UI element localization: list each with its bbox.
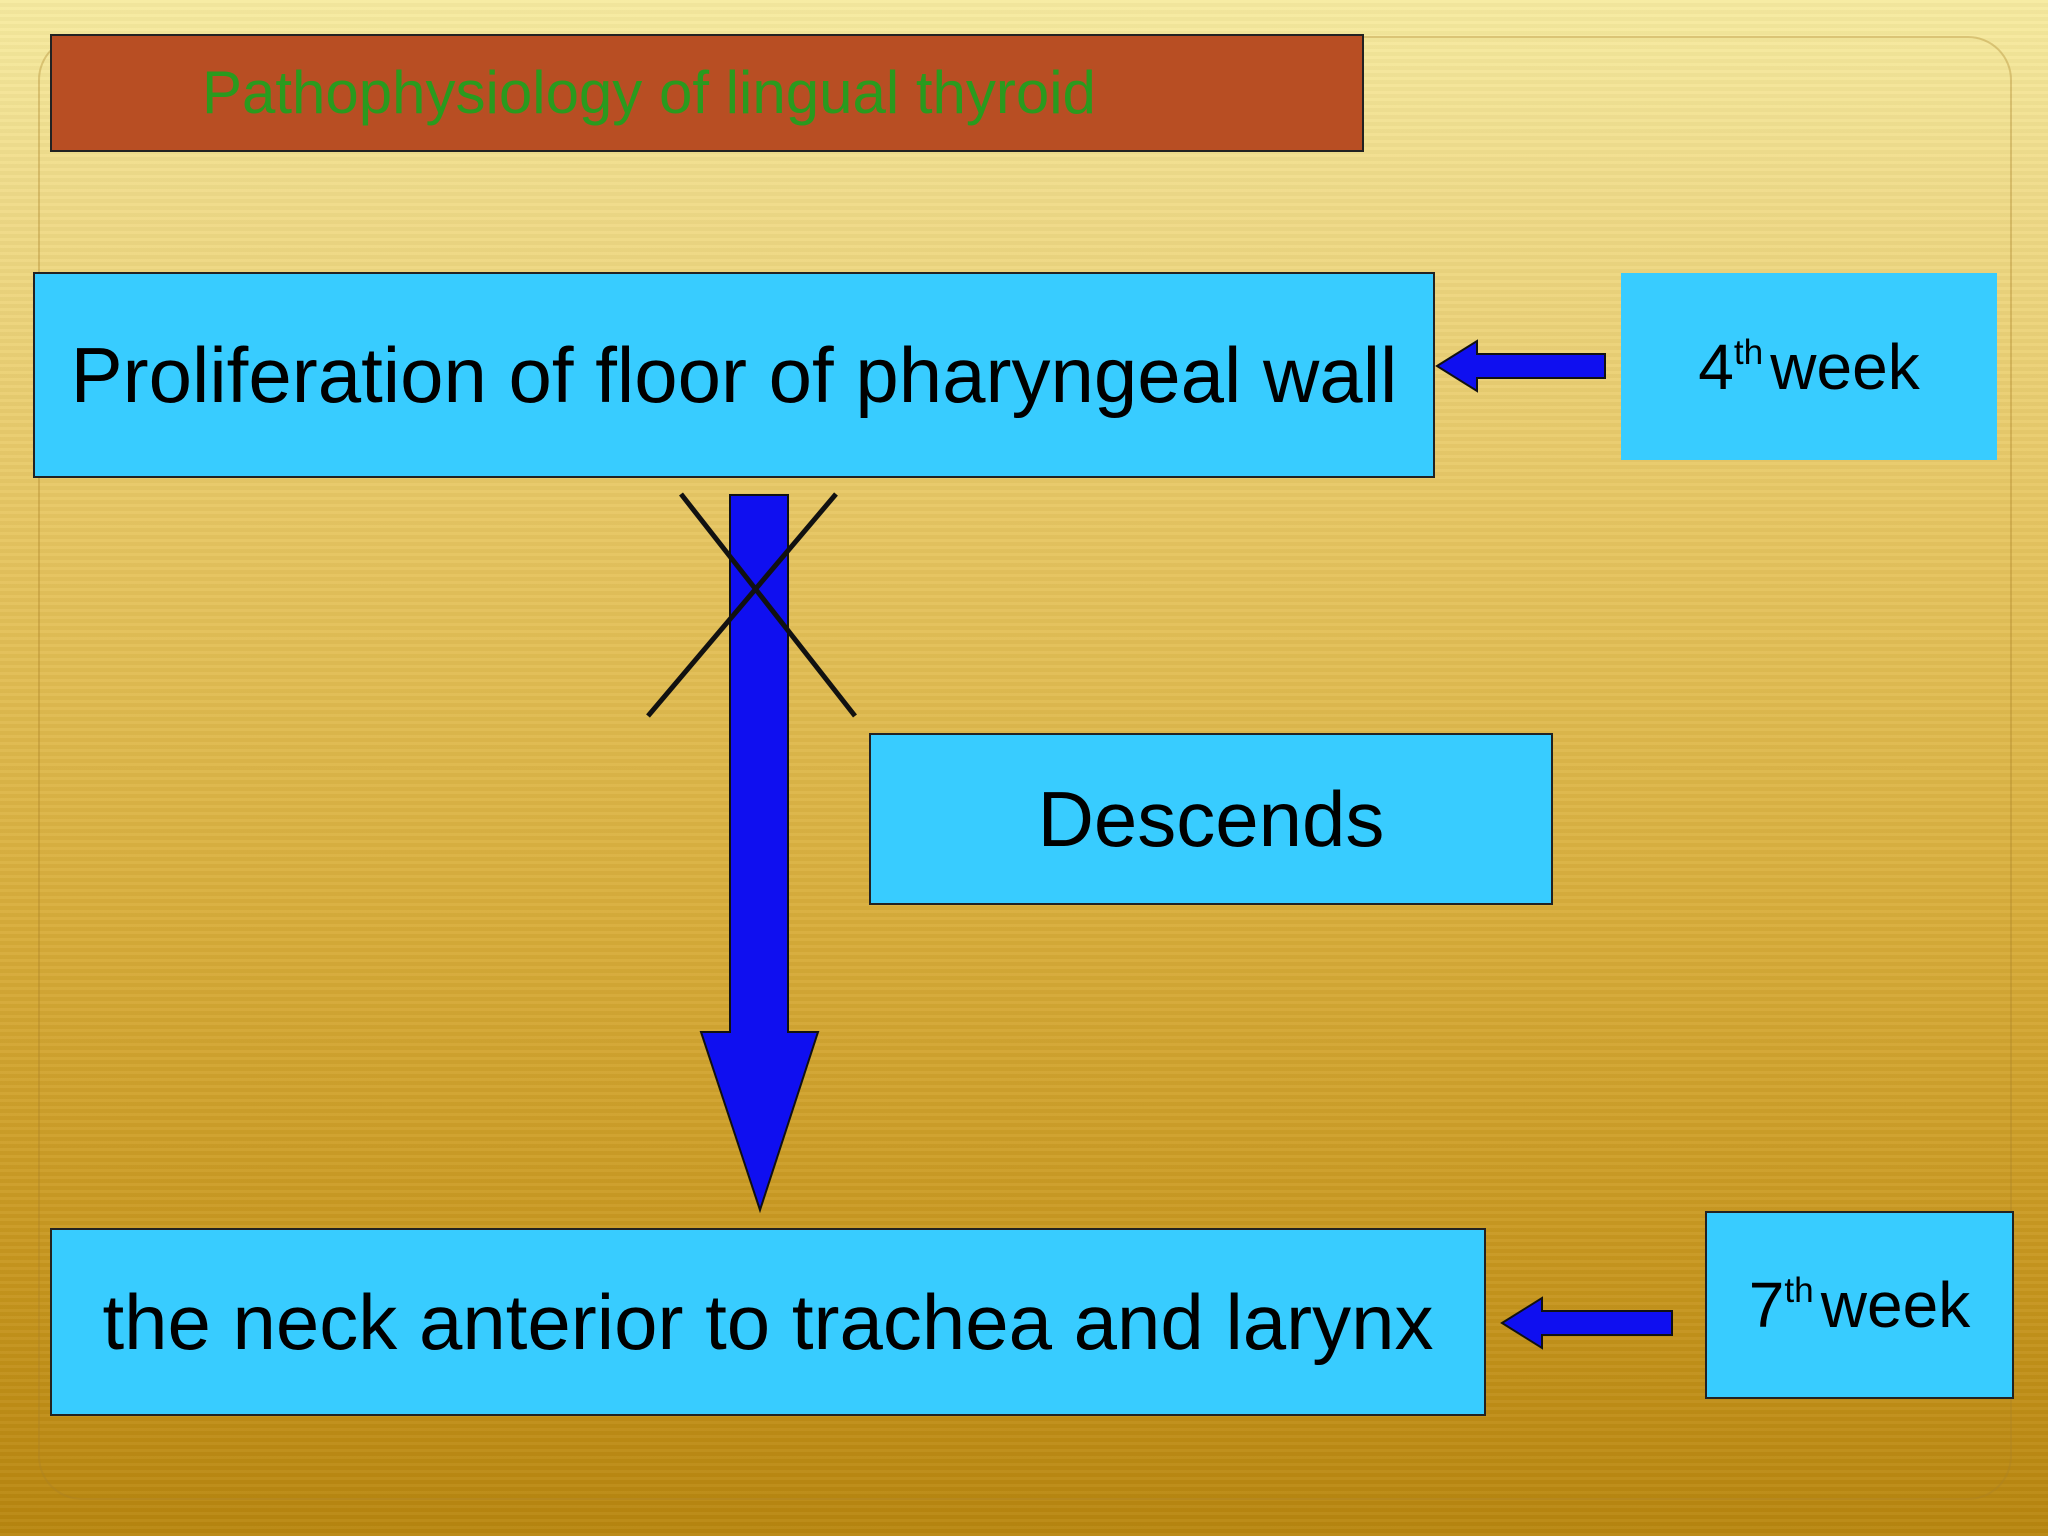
slide-title: Pathophysiology of lingual thyroid: [202, 59, 1096, 126]
title-bar: Pathophysiology of lingual thyroid: [50, 34, 1364, 152]
cross-line-1: [679, 492, 857, 718]
descends-box: Descends: [869, 733, 1553, 905]
week-7-number: 7: [1748, 1269, 1785, 1341]
neck-box: the neck anterior to trachea and larynx: [50, 1228, 1486, 1416]
week-7-suffix: th: [1784, 1271, 1814, 1311]
proliferation-label: Proliferation of floor of pharyngeal wal…: [70, 330, 1398, 419]
week-7-box: 7 th week: [1705, 1211, 2014, 1399]
arrow-descend-down: [699, 494, 820, 1214]
arrow-left-7th-week: [1500, 1296, 1673, 1350]
week-4-box: 4 th week: [1621, 273, 1997, 460]
week-4-number: 4: [1698, 330, 1734, 403]
proliferation-box: Proliferation of floor of pharyngeal wal…: [33, 272, 1435, 478]
week-7-label: 7 th week: [1749, 1268, 1970, 1342]
descends-label: Descends: [1037, 774, 1385, 863]
week-4-label: 4 th week: [1698, 330, 1919, 404]
week-4-unit: week: [1770, 330, 1920, 403]
week-4-suffix: th: [1733, 332, 1764, 372]
neck-label: the neck anterior to trachea and larynx: [102, 1277, 1434, 1366]
arrow-left-4th-week: [1435, 339, 1606, 393]
cross-line-2: [646, 492, 838, 718]
week-7-unit: week: [1820, 1269, 1971, 1341]
